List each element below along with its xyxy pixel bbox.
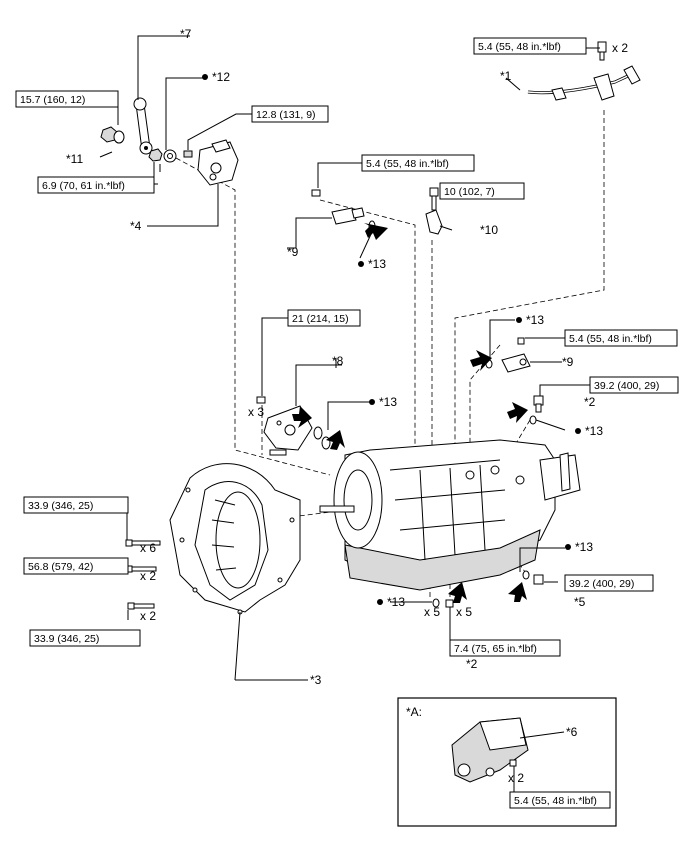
torque-pan-bolt: 7.4 (75, 65 in.*lbf) — [454, 643, 537, 655]
torque-flange-bolt: 21 (214, 15) — [292, 313, 349, 325]
callout-11: *11 — [66, 152, 83, 166]
bottom-bolts — [432, 570, 544, 608]
torque-spec-texts: 5.4 (55, 48 in.*lbf) 15.7 (160, 12) 6.9 … — [20, 41, 659, 655]
oneuse-dot-13d — [575, 428, 581, 434]
torque-inset-bolt: 5.4 (55, 48 in.*lbf) — [514, 795, 597, 807]
callout-9-upper: *9 — [287, 245, 299, 259]
qty-harness-bolts: x 2 — [612, 41, 628, 55]
callout-labels: *7 *1 *11 *12 *4 *10 *9 *13 *13 *9 *8 *1… — [66, 27, 603, 687]
transmission-housing — [169, 463, 301, 615]
lock-washer-nut — [148, 148, 177, 163]
manual-shift-lever — [133, 97, 153, 155]
torque-housing-bolt-b: 56.8 (579, 42) — [28, 561, 93, 573]
oneuse-dot-13a — [358, 261, 364, 267]
wire-harness — [527, 41, 641, 101]
inset-title: *A: — [406, 705, 422, 719]
oneuse-dot-13c — [369, 399, 375, 405]
torque-plug-upper: 39.2 (400, 29) — [594, 380, 659, 392]
callout-1: *1 — [500, 69, 512, 83]
oneuse-dot-13b — [516, 317, 522, 323]
inset-panel-a: *A: *6 x 2 5.4 (55, 48 in.*lbf) — [397, 697, 617, 827]
oil-cooler-flange — [256, 396, 331, 456]
torque-lever-nut: 15.7 (160, 12) — [20, 94, 85, 106]
callout-7: *7 — [180, 27, 192, 41]
qty-housing-bolts-a: x 6 — [140, 541, 156, 555]
callout-13-e: *13 — [575, 540, 593, 554]
torque-housing-bolt-a: 33.9 (346, 25) — [28, 500, 93, 512]
torque-switch-nut: 6.9 (70, 61 in.*lbf) — [42, 180, 125, 192]
torque-plug-lower: 39.2 (400, 29) — [569, 578, 634, 590]
torque-switch-bolt: 12.8 (131, 9) — [256, 109, 316, 121]
housing-bolts — [125, 539, 161, 610]
callout-13-a: *13 — [368, 257, 386, 271]
callout-3: *3 — [310, 673, 322, 687]
callout-13-c: *13 — [379, 395, 397, 409]
torque-spec-boxes — [15, 37, 679, 657]
leader-lines — [99, 35, 600, 681]
oneuse-dot-13f — [377, 599, 383, 605]
callout-13-b: *13 — [526, 313, 544, 327]
callout-2-upper: *2 — [584, 395, 596, 409]
park-neutral-position-switch — [183, 139, 239, 186]
qty-pan-bolts: x 5 — [456, 605, 472, 619]
callout-12: *12 — [212, 70, 230, 84]
oneuse-dot-13e — [565, 544, 571, 550]
callout-5: *5 — [574, 595, 586, 609]
oneuse-dot-12 — [202, 74, 208, 80]
qty-housing-bolts-b: x 2 — [140, 569, 156, 583]
speed-sensor-upper — [311, 189, 376, 232]
qty-flange-bolts: x 3 — [248, 405, 264, 419]
automatic-transmission-assembly — [319, 439, 581, 591]
callout-13-d: *13 — [585, 424, 603, 438]
callout-8: *8 — [332, 354, 344, 368]
bracket — [425, 187, 443, 235]
torque-sensor-bolt: 5.4 (55, 48 in.*lbf) — [366, 158, 449, 170]
callout-10: *10 — [480, 223, 498, 237]
callout-6: *6 — [566, 725, 578, 739]
qty-inset-bolts: x 2 — [508, 771, 524, 785]
torque-bolt-harness: 5.4 (55, 48 in.*lbf) — [478, 41, 561, 53]
quantity-labels: x 2 x 3 x 6 x 2 x 2 x 5 x 5 — [140, 41, 628, 623]
speed-sensor-lower — [485, 337, 531, 373]
callout-2-lower: *2 — [466, 657, 478, 671]
torque-bracket-bolt: 10 (102, 7) — [444, 186, 495, 198]
lever-nut — [100, 126, 125, 144]
qty-gaskets: x 5 — [424, 605, 440, 619]
callout-9-lower: *9 — [562, 355, 574, 369]
torque-sensor2-bolt: 5.4 (55, 48 in.*lbf) — [569, 333, 652, 345]
qty-housing-bolts-c: x 2 — [140, 609, 156, 623]
callout-4: *4 — [130, 219, 142, 233]
callout-13-f: *13 — [387, 595, 405, 609]
torque-housing-bolt-c: 33.9 (346, 25) — [34, 633, 99, 645]
